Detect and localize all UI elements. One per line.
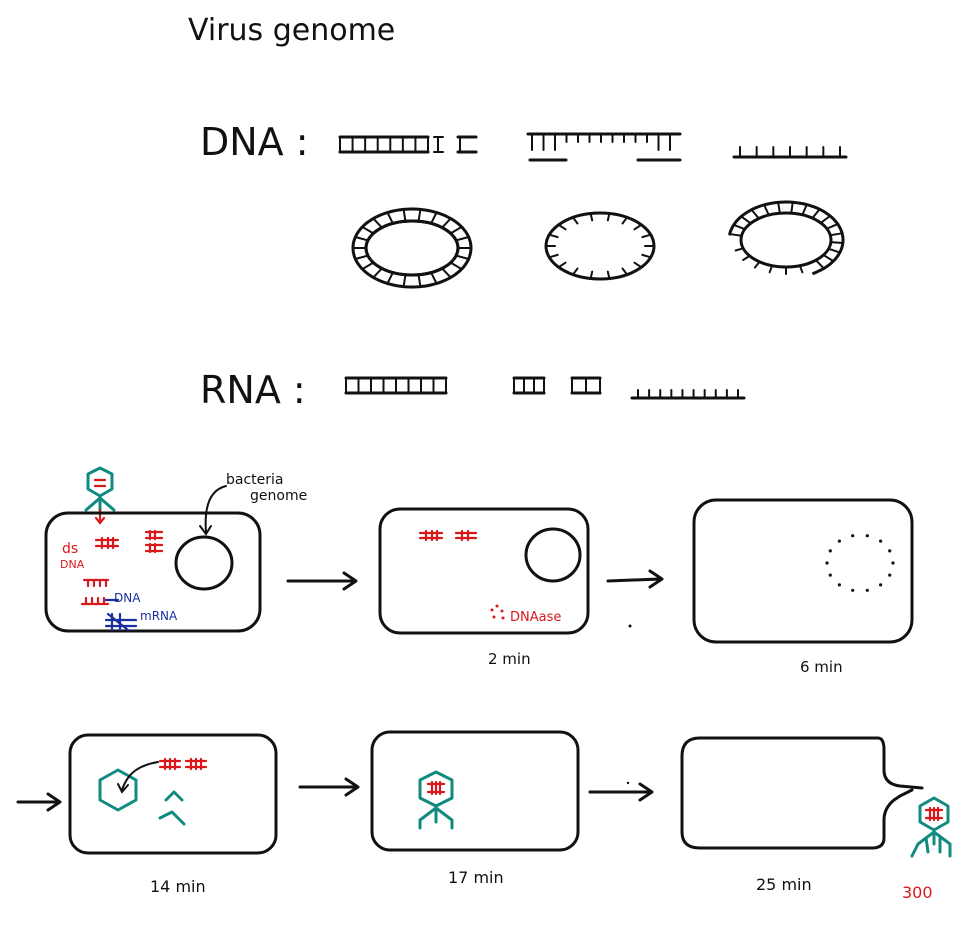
- arrow-2-3: [606, 569, 664, 589]
- arrow-1-2: [286, 571, 358, 591]
- segmented-dsrna-icon: [512, 376, 602, 395]
- tail-fiber-icon: [158, 810, 186, 826]
- bacterium-cell-5: [370, 730, 580, 852]
- genome-fragment-dot: [891, 561, 895, 565]
- bacteria-genome-circle-2: [524, 527, 582, 583]
- genome-fragment-dot: [828, 549, 832, 553]
- phage-count-label: 300: [902, 883, 933, 902]
- time-label-6min: 6 min: [800, 658, 843, 676]
- genome-fragment-dot: [879, 539, 883, 543]
- bacterium-cell-1: [44, 511, 262, 633]
- genome-fragment-dot: [879, 583, 883, 587]
- genome-fragment-dot: [837, 583, 842, 587]
- linear-ssdna-icon: [732, 146, 848, 159]
- stray-dot: [626, 781, 630, 785]
- tail-piece-icon: [164, 790, 184, 802]
- gapped-dsdna-icon: [526, 132, 682, 162]
- dna-blue-label: DNA: [114, 591, 141, 605]
- bacterium-cell-2: [378, 507, 590, 635]
- genome-fragment-dot: [851, 534, 855, 538]
- bacteria-genome-label-2: genome: [250, 488, 307, 504]
- dna-label-red: DNA: [60, 558, 85, 571]
- dnaase-label: DNAase: [510, 610, 561, 625]
- linear-ssrna-icon: [630, 389, 746, 400]
- dnaase-dots-icon: [490, 604, 505, 620]
- bacteria-genome-label: bacteria: [226, 472, 284, 488]
- phage-attaching-icon: [84, 466, 116, 525]
- dsdna-fragments-icon: [80, 529, 164, 606]
- stray-dot: [628, 624, 632, 628]
- capsid-forming-icon: [98, 768, 138, 812]
- genome-fragment-dot: [865, 534, 869, 538]
- bacterium-cell-4: [68, 733, 278, 855]
- lysing-cell: [680, 736, 924, 850]
- genome-fragment-dot: [828, 573, 832, 577]
- bacterium-cell-3: [692, 498, 914, 644]
- bacteria-genome-arrow: [204, 485, 227, 533]
- rna-label: RNA :: [200, 368, 306, 412]
- linear-dsrna-icon: [344, 376, 448, 395]
- time-label-25min: 25 min: [756, 875, 812, 894]
- arrow-5-6: [588, 782, 654, 802]
- time-label-14min: 14 min: [150, 877, 206, 896]
- mrna-label: mRNA: [140, 609, 178, 623]
- circular-partial-dsdna-icon: [728, 200, 845, 275]
- linear-dsdna-icon: [338, 135, 478, 154]
- ds-label: ds: [62, 541, 78, 557]
- circular-dsdna-icon: [351, 207, 473, 289]
- dna-label: DNA :: [200, 120, 309, 164]
- time-label-17min: 17 min: [448, 868, 504, 887]
- genome-fragment-dot: [865, 588, 869, 592]
- transcription-icon: [104, 598, 138, 632]
- genome-fragment-dot: [888, 573, 892, 577]
- arrow-3-4: [16, 792, 62, 812]
- bacteria-genome-circle: [174, 535, 234, 591]
- time-label-2min: 2 min: [488, 650, 531, 668]
- genome-fragment-dot: [888, 549, 892, 553]
- page-title: Virus genome: [188, 13, 395, 48]
- genome-packaging-arrow: [117, 761, 159, 794]
- arrow-4-5: [298, 777, 360, 797]
- dsdna-fragments-icon: [158, 757, 208, 771]
- degraded-genome-dots-icon: [825, 534, 895, 592]
- genome-fragment-dot: [825, 561, 829, 565]
- genome-fragment-dot: [837, 539, 842, 543]
- dsdna-fragments-icon: [418, 529, 478, 542]
- assembled-phage-icon: [418, 770, 454, 830]
- circular-ssdna-icon: [544, 211, 656, 281]
- genome-fragment-dot: [851, 588, 855, 592]
- released-phage-icon: [910, 796, 952, 858]
